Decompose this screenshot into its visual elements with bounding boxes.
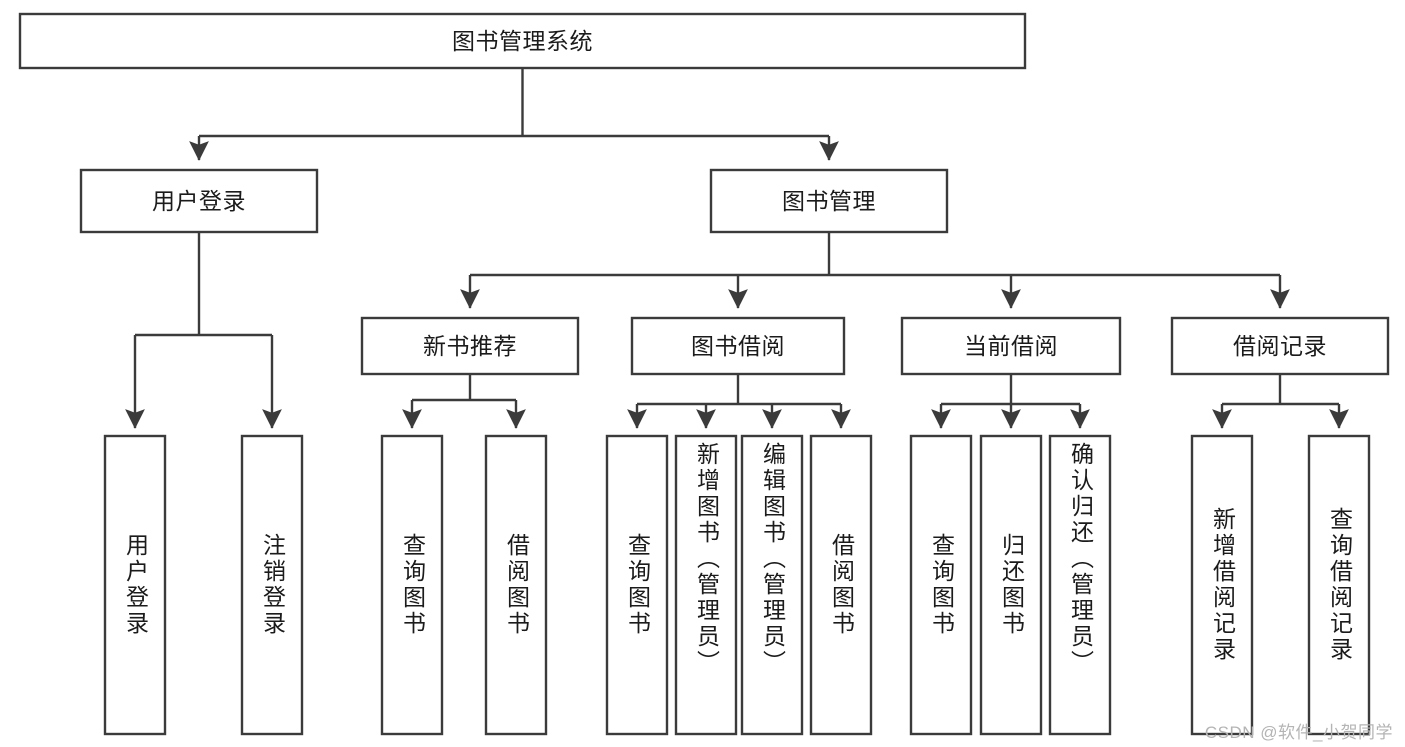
node-root-box: [18, 12, 1027, 70]
node-leaf-box-book-borrow-4: [809, 434, 873, 736]
node-book-manage-box: [709, 168, 949, 234]
node-user-login-box: [79, 168, 319, 234]
node-borrow-record-box: [1170, 316, 1390, 376]
node-leaf-box-user-login-2: [240, 434, 304, 736]
node-current-borrow-box: [900, 316, 1122, 376]
node-leaf-box-new-book-2: [484, 434, 548, 736]
node-leaf-box-current-borrow-1: [909, 434, 973, 736]
node-leaf-box-book-borrow-1: [605, 434, 669, 736]
node-leaf-box-current-borrow-2: [979, 434, 1043, 736]
node-leaf-box-borrow-record-1: [1190, 434, 1254, 736]
node-leaf-box-current-borrow-3: [1048, 434, 1112, 736]
node-leaf-box-book-borrow-3: [740, 434, 804, 736]
node-leaf-box-borrow-record-2: [1307, 434, 1371, 736]
node-leaf-box-user-login-1: [103, 434, 167, 736]
node-leaf-box-book-borrow-2: [674, 434, 738, 736]
csdn-watermark: CSDN @软件_小贺同学: [1204, 723, 1393, 742]
node-new-book-box: [360, 316, 580, 376]
node-book-borrow-box: [630, 316, 846, 376]
node-leaf-box-new-book-1: [380, 434, 444, 736]
